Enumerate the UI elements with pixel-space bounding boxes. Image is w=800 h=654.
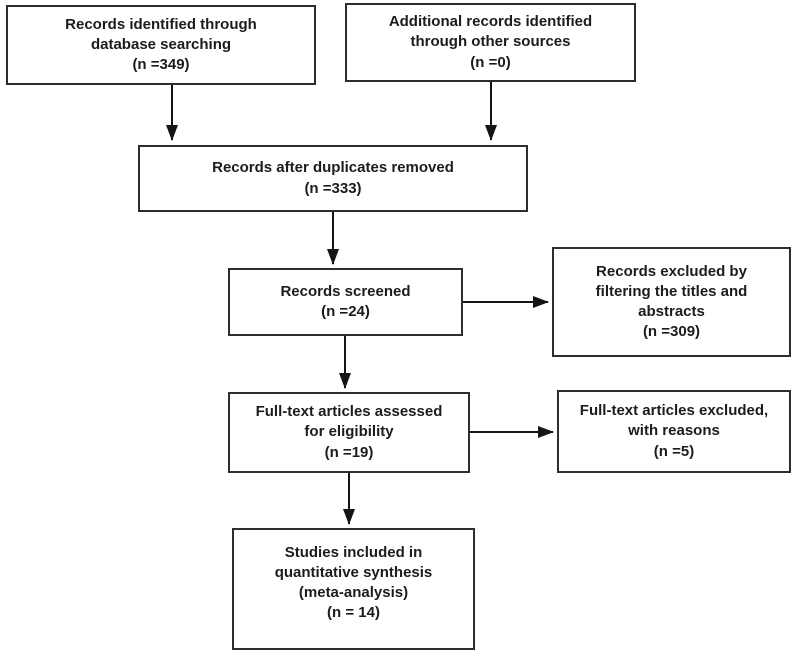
node-text-line: with reasons: [628, 422, 720, 440]
node-text-line: abstracts: [638, 303, 705, 320]
node-additional-records: Additional records identified through ot…: [345, 3, 636, 82]
node-text-line: (n =5): [653, 442, 695, 460]
node-text-line: through other sources: [410, 33, 571, 51]
node-text-line: filtering the titles and: [595, 282, 748, 300]
node-text-line: Records screened: [280, 282, 411, 300]
node-text-line: (meta-analysis): [298, 584, 409, 602]
node-text-line: Full-text articles excluded,: [579, 402, 769, 420]
node-text-line: Studies included in: [284, 544, 423, 561]
node-duplicates-removed: Records after duplicates removed (n =333…: [138, 145, 528, 212]
node-fulltext-excluded: Full-text articles excluded, with reason…: [557, 390, 791, 473]
node-text-line: (n =333): [304, 179, 362, 197]
node-records-excluded: Records excluded by filtering the titles…: [552, 247, 791, 357]
node-text-line: (n =0): [470, 53, 511, 71]
node-text-line: (n = 14): [327, 604, 380, 622]
node-text-line: (n =19): [324, 443, 374, 461]
node-text-line: Full-text articles assessed: [255, 403, 443, 421]
node-text-line: Records after duplicates removed: [212, 159, 454, 177]
node-text-line: database searching: [90, 35, 232, 53]
node-studies-included: Studies included in quantitative synthes…: [232, 528, 475, 650]
node-text-line: Records identified through: [65, 15, 257, 33]
node-text-line: quantitative synthesis: [274, 564, 433, 582]
node-text-line: (n =349): [132, 56, 190, 74]
node-text-line: Records excluded by: [596, 262, 747, 280]
node-records-screened: Records screened (n =24): [228, 268, 463, 336]
node-records-identified: Records identified through database sear…: [6, 5, 316, 85]
node-text-line: Additional records identified: [388, 13, 593, 31]
node-text-line: (n =24): [321, 303, 370, 320]
node-text-line: (n =309): [642, 323, 701, 341]
node-fulltext-assessed: Full-text articles assessed for eligibil…: [228, 392, 470, 473]
node-text-line: for eligibility: [304, 423, 394, 441]
